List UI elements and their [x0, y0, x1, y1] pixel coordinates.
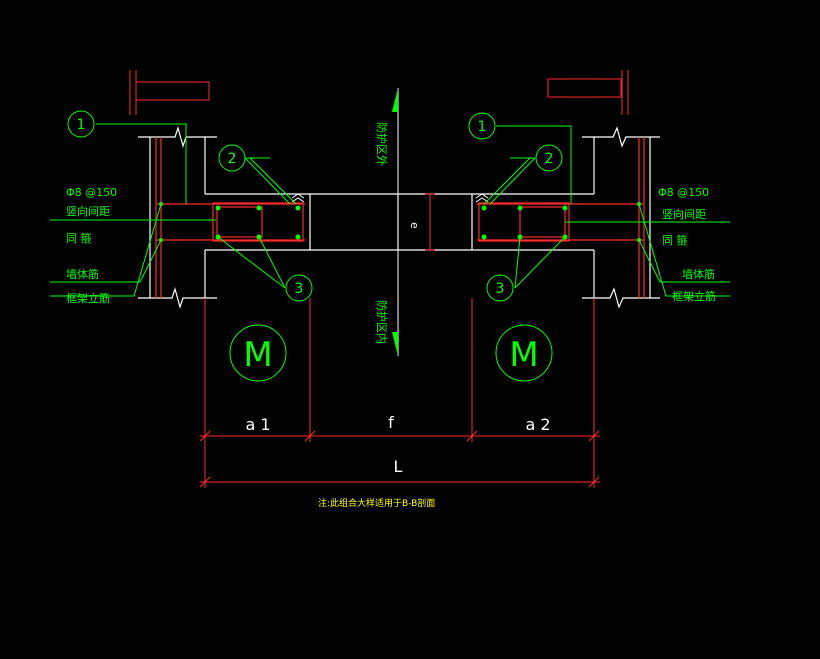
callout-left-2: 2 [218, 144, 246, 172]
top-marker-right [547, 70, 629, 115]
spacing-left: 竖向间距 [66, 204, 110, 218]
callout-right-1: 1 [468, 112, 496, 140]
machine-symbol-right: M [495, 324, 553, 382]
dimension-texts: a 1 f a 2 L [245, 413, 550, 476]
spacing-right: 竖向间距 [662, 207, 706, 221]
rebar-left [155, 137, 305, 298]
label-outside-zone: 防护区外 [375, 122, 389, 166]
door-opening [310, 193, 472, 251]
svg-text:2: 2 [545, 151, 554, 167]
leaders-right [483, 125, 730, 297]
dim-a2: a 2 [525, 415, 550, 434]
wall-outline-right [471, 126, 660, 309]
svg-text:M: M [509, 335, 538, 375]
bar-spec-right: Φ8 @150 [658, 186, 709, 199]
drawing-note: 注:此组合大样适用于B-B剖面 [318, 497, 435, 509]
gap-symbol: e [408, 222, 421, 229]
label-inside-zone: 防护区内 [375, 300, 389, 344]
svg-text:M: M [243, 335, 272, 375]
svg-text:1: 1 [77, 117, 86, 133]
stirrup-right: 同 箍 [662, 233, 688, 247]
rebar-right [477, 137, 645, 298]
wall-bar-left: 墙体筋 [66, 267, 99, 281]
wall-bar-right: 墙体筋 [682, 267, 715, 281]
labels-left: Φ8 @150 竖向间距 同 箍 墙体筋 框架立筋 [66, 186, 117, 305]
callout-right-2: 2 [535, 144, 563, 172]
machine-symbol-left: M [229, 324, 287, 382]
gap-dimension: e [408, 193, 435, 251]
svg-text:3: 3 [295, 281, 304, 297]
bar-spec-left: Φ8 @150 [66, 186, 117, 199]
leaders-left [50, 123, 297, 297]
svg-text:2: 2 [228, 151, 237, 167]
labels-right: Φ8 @150 竖向间距 同 箍 墙体筋 框架立筋 [658, 186, 716, 303]
stirrup-left: 同 箍 [66, 231, 92, 245]
svg-text:3: 3 [496, 281, 505, 297]
top-marker-left [129, 70, 210, 115]
tie-hooks [291, 193, 489, 203]
frame-bar-left: 框架立筋 [66, 291, 110, 305]
section-line: 防护区外 防护区内 [375, 88, 399, 356]
callout-right-3: 3 [486, 274, 514, 302]
callout-left-1: 1 [67, 110, 95, 138]
dim-L: L [394, 457, 403, 476]
rebar-dots [159, 202, 641, 242]
frame-bar-right: 框架立筋 [672, 289, 716, 303]
dim-a1: a 1 [245, 415, 270, 434]
wall-outline-left [138, 125, 311, 310]
dim-f: f [388, 413, 394, 432]
dimension-lines [199, 298, 600, 488]
svg-text:1: 1 [478, 119, 487, 135]
callout-left-3: 3 [285, 274, 313, 302]
